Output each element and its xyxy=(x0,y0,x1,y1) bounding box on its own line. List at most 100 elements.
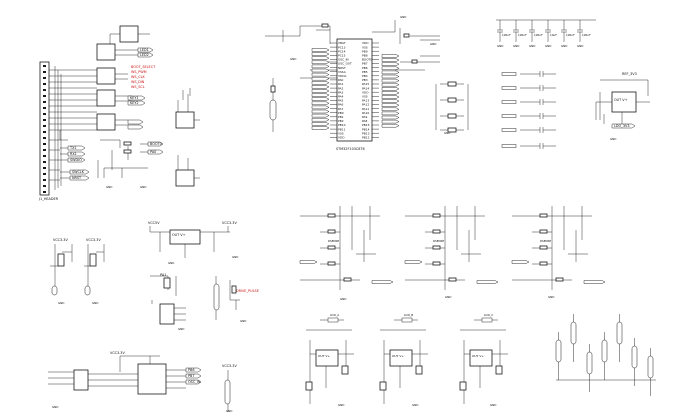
connector-pin xyxy=(43,95,46,97)
net-vcc5: VCC5V xyxy=(148,221,160,225)
stage-resistor xyxy=(327,213,336,218)
connector-pin xyxy=(43,131,46,133)
mcu-right-flags xyxy=(381,54,400,128)
bottom-ldo: OUT V+LDO_A xyxy=(305,313,354,404)
test-point-pill xyxy=(586,351,593,375)
mcu-pin-left-label: PB10 xyxy=(338,123,346,127)
mcu-pin-right-label: PA14 xyxy=(362,86,369,90)
decoupling-cap xyxy=(513,20,519,42)
mcu-left-flag xyxy=(311,126,330,130)
mcu-left-flag xyxy=(311,64,330,69)
right-column-flag xyxy=(501,128,517,132)
stage-resistor xyxy=(539,245,548,250)
right-column-cap xyxy=(520,113,556,119)
gnd-label: GND xyxy=(445,295,451,299)
test-point-pill xyxy=(647,355,654,379)
flag-key2: KEY2 xyxy=(130,101,139,105)
gnd-label: GND xyxy=(168,261,174,265)
red-note-single: DRIVE_PULSE xyxy=(236,289,259,293)
flag-pa0: PA0 xyxy=(150,150,156,154)
bottom-ldo: OUT V+LDO_C xyxy=(459,313,508,404)
decoupling-cap xyxy=(529,20,535,42)
gnd-label: GND xyxy=(444,131,450,135)
mcu-pin-right-label: PB3 xyxy=(362,78,368,82)
connector-pin xyxy=(43,71,46,73)
right-column-flag xyxy=(501,86,517,90)
right-column-flag xyxy=(501,144,517,148)
stage-resistor xyxy=(432,229,441,234)
net-vcc33-d: VCC3.3V xyxy=(110,351,125,355)
mcu-left-flag xyxy=(311,97,330,101)
mcu-left-flag xyxy=(311,52,330,56)
decoupling-cap xyxy=(545,20,551,42)
ldo-cap xyxy=(459,381,467,391)
ldo-center-block: OUT V+ VCC5V VCC3.3V xyxy=(148,221,237,258)
mcu-pin-right-label: PB14 xyxy=(362,127,370,131)
net-vcc33-a: VCC3.3V xyxy=(53,238,68,242)
mcu-right-flag xyxy=(381,91,400,95)
connector-pin xyxy=(43,167,46,169)
red-note-2: WS_PWM xyxy=(131,70,147,74)
mcu-right-flag xyxy=(381,82,400,87)
test-point-pill xyxy=(601,339,608,363)
test-point-pill xyxy=(616,321,623,345)
gnd-label: GND xyxy=(240,319,246,323)
red-note-4: WS_DIN xyxy=(131,80,145,84)
decoupling-cap-value: 100nF xyxy=(534,33,543,37)
ref-flag-label: LDO_3V3 xyxy=(614,124,630,128)
mcu-right-flag xyxy=(381,66,400,71)
gnd-label: GND xyxy=(232,255,238,259)
flag-tx1: TX1 xyxy=(69,146,77,150)
mcu-pin-right-label: PB7 xyxy=(362,62,368,66)
mcu-pin-left-label: NRST xyxy=(338,66,346,70)
stage-resistor xyxy=(539,229,548,234)
mcu-pin-left-label: PB11 xyxy=(338,127,346,131)
transistor-group: VCC3.3V VCC3.3V xyxy=(50,238,105,296)
flag-led2: LED2 xyxy=(140,53,149,57)
red-note-1: BOOT_SELECT xyxy=(131,65,156,69)
stage-resistor xyxy=(539,213,548,218)
connector-pin xyxy=(43,185,46,187)
mcu-left-flag xyxy=(311,76,330,81)
stage-resistor xyxy=(432,261,441,266)
gnd-label: GND xyxy=(290,57,296,61)
logic-ic-group xyxy=(96,25,150,131)
mcu-pin-left-label: PA7 xyxy=(338,107,344,111)
mcu-left-flag xyxy=(311,117,330,122)
sensor-stage: RSENSE xyxy=(511,206,606,290)
mcu-pin-left-label: PA2 xyxy=(338,86,344,90)
gnd-label: GND xyxy=(338,403,344,407)
mcu-pin-left-label: VDDA xyxy=(338,74,346,78)
aux-ic-group xyxy=(175,88,200,187)
connector-pin xyxy=(43,89,46,91)
sensor-stage: RSENSE xyxy=(299,206,394,290)
connector-pin xyxy=(43,113,46,115)
stage-resistor xyxy=(432,213,441,218)
crystal-decoupling xyxy=(435,81,469,133)
mcu-pin-left-label: PB0 xyxy=(338,111,344,115)
ldo-flag xyxy=(327,317,339,323)
gnd-label: GND xyxy=(430,42,436,46)
mcu-right-flag xyxy=(381,123,400,128)
flag-swdio: SWDIO xyxy=(70,158,82,162)
mcu-right-flag xyxy=(381,111,400,116)
mcu-right-flag xyxy=(381,54,400,58)
mcu-right-flag xyxy=(381,87,400,91)
gnd-label: GND xyxy=(548,295,554,299)
decoupling-cap xyxy=(561,20,567,42)
mcu-left-flag xyxy=(311,72,330,77)
mcu-block: VBATPC13PC14PC15OSC_INOSC_OUTNRSTVSSAVDD… xyxy=(330,38,379,151)
mcu-right-flag xyxy=(381,107,400,112)
connector-pin xyxy=(43,137,46,139)
mcu-pin-left-label: PC14 xyxy=(338,49,346,53)
sensor-stage: RSENSE xyxy=(404,206,499,290)
test-point-pill xyxy=(570,321,577,345)
mcu-left-flag xyxy=(311,68,330,73)
mcu-right-flag xyxy=(381,78,400,83)
mcu-pin-left-label: OSC_OUT xyxy=(338,62,352,66)
mcu-pin-right-label: VSS xyxy=(362,45,368,49)
gnd-label: GND xyxy=(226,409,232,413)
connector-pin xyxy=(43,173,46,175)
mcu-pin-left-label: PC15 xyxy=(338,54,346,58)
